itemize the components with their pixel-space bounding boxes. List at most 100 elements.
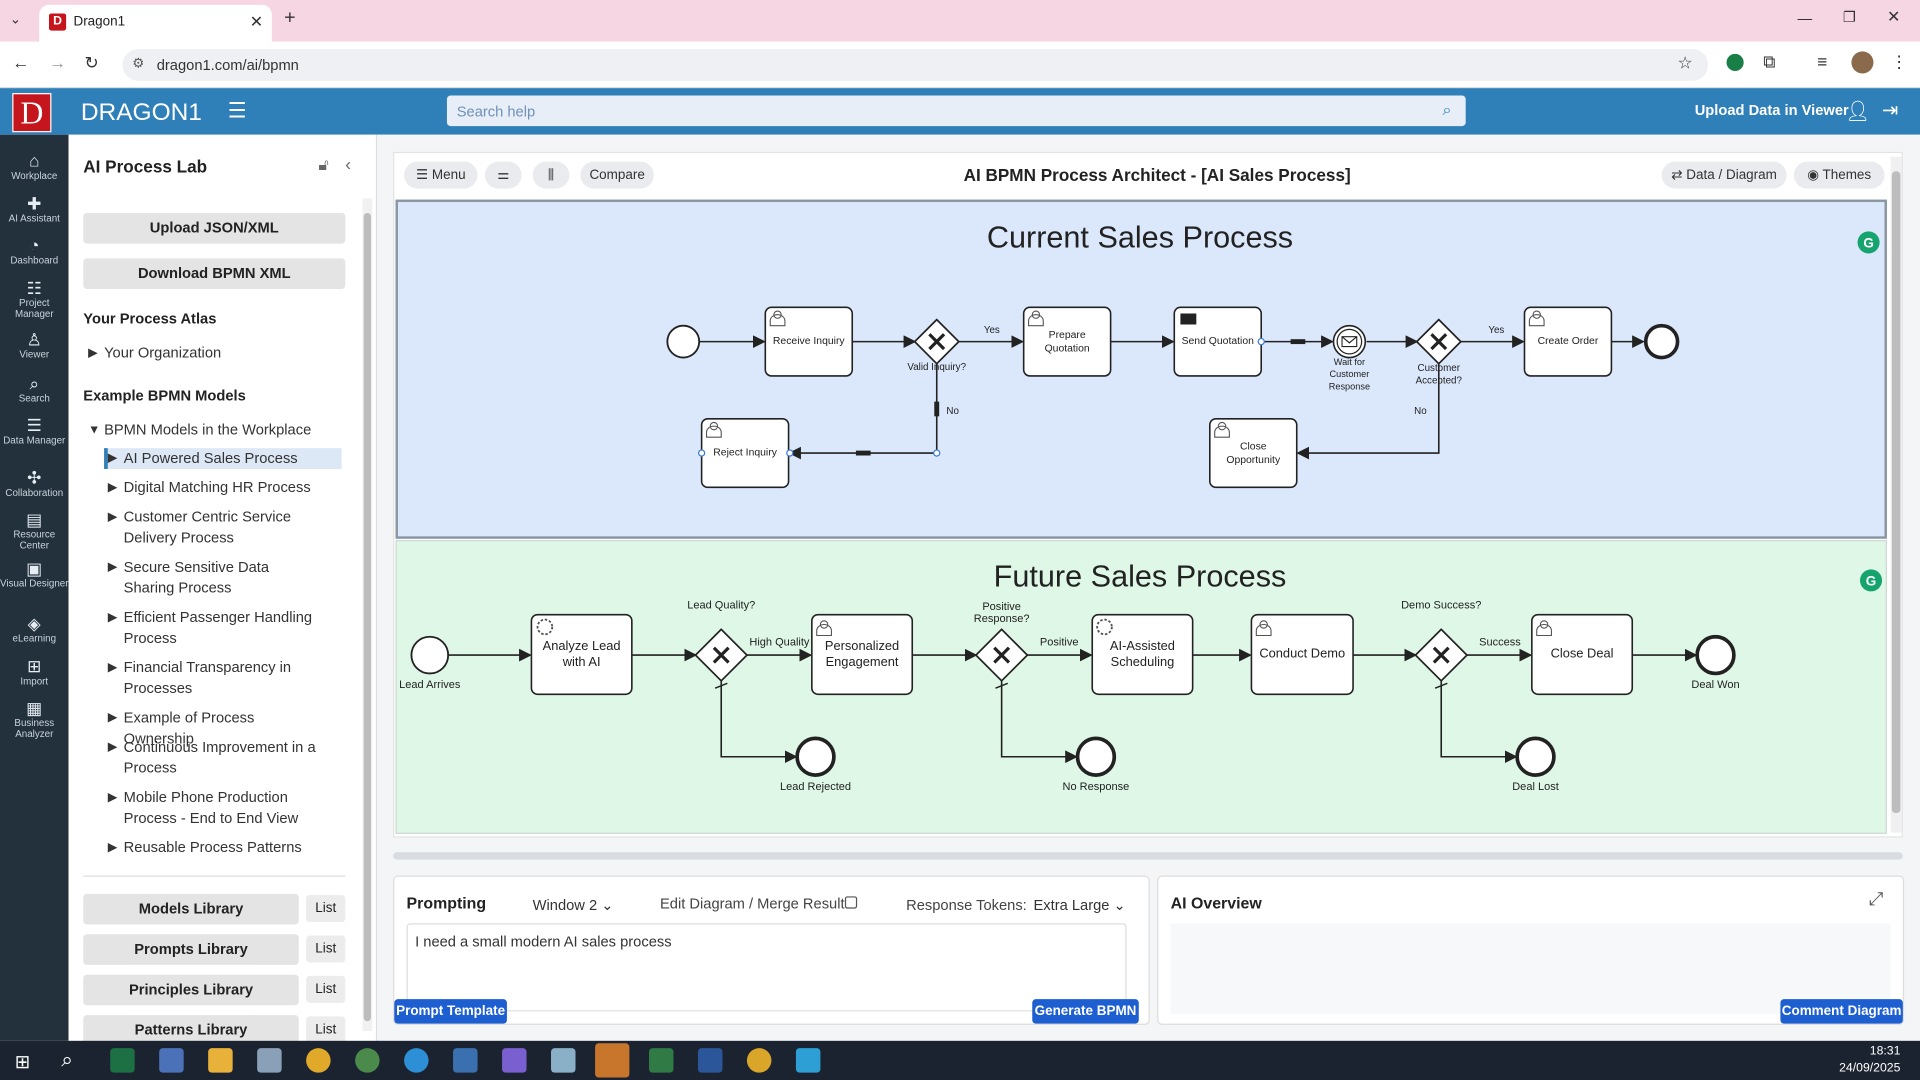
task-receive-inquiry[interactable] xyxy=(764,306,854,377)
assistant-badge[interactable]: G xyxy=(1860,569,1883,592)
reload-icon[interactable]: ↻ xyxy=(84,52,99,73)
columns-button[interactable]: ⫼ xyxy=(532,161,570,189)
chrome-app-icon[interactable] xyxy=(746,1048,772,1073)
app-icon[interactable] xyxy=(159,1048,184,1073)
model-tree-item[interactable]: ▶Secure Sensitive Data Sharing Process xyxy=(108,557,321,599)
library-list-button[interactable]: List xyxy=(306,975,346,1003)
nav-item-visual-designer[interactable]: ▣Visual Designer xyxy=(0,560,69,589)
data-diagram-button[interactable]: ⇄ Data / Diagram xyxy=(1661,161,1787,189)
upload-data-viewer-button[interactable]: Upload Data in Viewer xyxy=(1694,101,1849,119)
bookmark-star-icon[interactable]: ☆ xyxy=(1677,52,1693,73)
lock-icon[interactable]: 🔓︎ xyxy=(318,155,329,174)
assistant-badge[interactable]: G xyxy=(1857,231,1880,254)
task-close-opportunity[interactable] xyxy=(1209,417,1298,489)
compare-button[interactable]: Compare xyxy=(580,161,654,189)
upload-json-xml-button[interactable]: Upload JSON/XML xyxy=(83,213,346,244)
edit-merge-checkbox[interactable] xyxy=(844,896,858,909)
clock-date[interactable]: 24/09/2025 xyxy=(1839,1061,1901,1076)
logout-icon[interactable]: ⇥ xyxy=(1882,100,1899,122)
end-event[interactable] xyxy=(1515,736,1556,777)
diagram-scrollbar-thumb[interactable] xyxy=(1891,171,1901,814)
app-icon[interactable] xyxy=(551,1048,576,1073)
user-icon[interactable]: 👤︎ xyxy=(1845,101,1871,123)
waypoint-handle[interactable] xyxy=(786,449,794,457)
search-help-input[interactable]: Search help ⌕ xyxy=(446,95,1466,127)
nav-item-import[interactable]: ⊞Import xyxy=(0,658,69,687)
edge-app-icon[interactable] xyxy=(404,1048,429,1073)
library-button-models-library[interactable]: Models Library xyxy=(83,893,299,925)
nav-item-project-manager[interactable]: ☷Project Manager xyxy=(0,279,69,319)
panel-scrollbar-track[interactable] xyxy=(362,198,373,1032)
waypoint-handle[interactable] xyxy=(1257,337,1265,346)
flow[interactable] xyxy=(720,680,798,764)
app-icon[interactable] xyxy=(795,1048,821,1073)
model-tree-item[interactable]: ▶Digital Matching HR Process xyxy=(108,478,321,499)
hamburger-icon[interactable]: ☰ xyxy=(227,99,247,123)
waypoint-handle[interactable] xyxy=(933,449,941,457)
start-event[interactable] xyxy=(410,635,450,675)
model-tree-item[interactable]: ▶Mobile Phone Production Process - End t… xyxy=(108,787,321,829)
dragon1-logo[interactable]: D xyxy=(12,93,52,133)
task-close-deal[interactable] xyxy=(1531,613,1634,696)
start-event[interactable] xyxy=(666,324,701,359)
chrome-app-icon[interactable] xyxy=(306,1048,331,1073)
task-conduct-demo[interactable] xyxy=(1250,613,1354,696)
end-event[interactable] xyxy=(1075,736,1117,777)
model-tree-item[interactable]: ▶Example of Process Ownership xyxy=(108,708,321,750)
profile-avatar[interactable] xyxy=(1851,51,1874,74)
download-bpmn-xml-button[interactable]: Download BPMN XML xyxy=(83,258,346,289)
task-ai-scheduling[interactable] xyxy=(1091,613,1194,696)
panel-scrollbar-thumb[interactable] xyxy=(363,213,372,1022)
browser-menu-icon[interactable]: ⋮ xyxy=(1890,51,1908,72)
expand-icon[interactable]: ⤢ xyxy=(1868,888,1884,910)
library-list-button[interactable]: List xyxy=(306,1016,346,1044)
nav-item-ai-assistant[interactable]: ✚AI Assistant xyxy=(0,195,69,224)
close-window-icon[interactable]: ✕ xyxy=(1886,7,1901,26)
task-create-order[interactable] xyxy=(1523,306,1613,377)
back-icon[interactable]: ← xyxy=(12,52,30,73)
app-icon[interactable] xyxy=(257,1048,282,1073)
restore-icon[interactable]: ❐ xyxy=(1842,8,1857,26)
minimize-icon[interactable]: — xyxy=(1797,9,1813,27)
close-tab-icon[interactable]: ✕ xyxy=(249,12,264,31)
horizontal-scrollbar[interactable] xyxy=(393,852,1903,860)
model-tree-item[interactable]: ▶AI Powered Sales Process xyxy=(104,448,342,469)
nav-item-search[interactable]: ⌕Search xyxy=(0,375,69,404)
window-select[interactable]: Window 2 ⌄ xyxy=(532,896,614,914)
nav-item-elearning[interactable]: ◈eLearning xyxy=(0,615,69,644)
flow[interactable] xyxy=(788,363,938,460)
task-analyze-lead[interactable] xyxy=(530,613,633,696)
library-list-button[interactable]: List xyxy=(306,895,346,923)
model-tree-item[interactable]: ▶Efficient Passenger Handling Process xyxy=(108,607,321,649)
nav-item-resource-center[interactable]: ▤Resource Center xyxy=(0,511,69,551)
nav-item-dashboard[interactable]: ◔Dashboard xyxy=(0,236,69,265)
nav-item-workplace[interactable]: ⌂Workplace xyxy=(0,152,69,181)
new-tab-icon[interactable]: + xyxy=(284,7,296,29)
end-event[interactable] xyxy=(1643,323,1680,360)
library-button-principles-library[interactable]: Principles Library xyxy=(83,974,299,1006)
collapse-panel-icon[interactable]: ‹ xyxy=(345,154,352,174)
file-explorer-icon[interactable] xyxy=(208,1048,233,1073)
tab-list-icon[interactable]: ⌄ xyxy=(9,12,22,27)
response-tokens-select[interactable]: Extra Large ⌄ xyxy=(1033,896,1126,914)
prompt-template-button[interactable]: Prompt Template xyxy=(394,999,507,1024)
end-event[interactable] xyxy=(1695,634,1736,676)
nav-item-business-analyzer[interactable]: ▦Business Analyzer xyxy=(0,699,69,739)
menu-button[interactable]: ☰ Menu xyxy=(404,161,478,189)
flow[interactable] xyxy=(1000,680,1078,764)
task-prepare-quotation[interactable] xyxy=(1022,306,1112,377)
extension-icon[interactable] xyxy=(1726,53,1744,72)
waypoint-handle[interactable] xyxy=(697,449,706,457)
nav-item-collaboration[interactable]: ✣Collaboration xyxy=(0,469,69,498)
comment-diagram-button[interactable]: Comment Diagram xyxy=(1780,999,1903,1024)
tree-group-workplace[interactable]: ▼BPMN Models in the Workplace xyxy=(88,420,311,441)
diagram-scrollbar-track[interactable] xyxy=(1890,156,1902,833)
flow[interactable] xyxy=(1440,680,1518,764)
flow[interactable] xyxy=(1296,363,1440,460)
puzzle-icon[interactable]: ⧉ xyxy=(1763,51,1776,72)
model-tree-item[interactable]: ▶Reusable Process Patterns xyxy=(108,838,321,859)
site-info-icon[interactable]: ⚙ xyxy=(132,56,145,72)
library-button-prompts-library[interactable]: Prompts Library xyxy=(83,934,299,965)
clock-time[interactable]: 18:31 xyxy=(1869,1044,1901,1058)
search-icon[interactable]: ⌕ xyxy=(1442,100,1452,119)
